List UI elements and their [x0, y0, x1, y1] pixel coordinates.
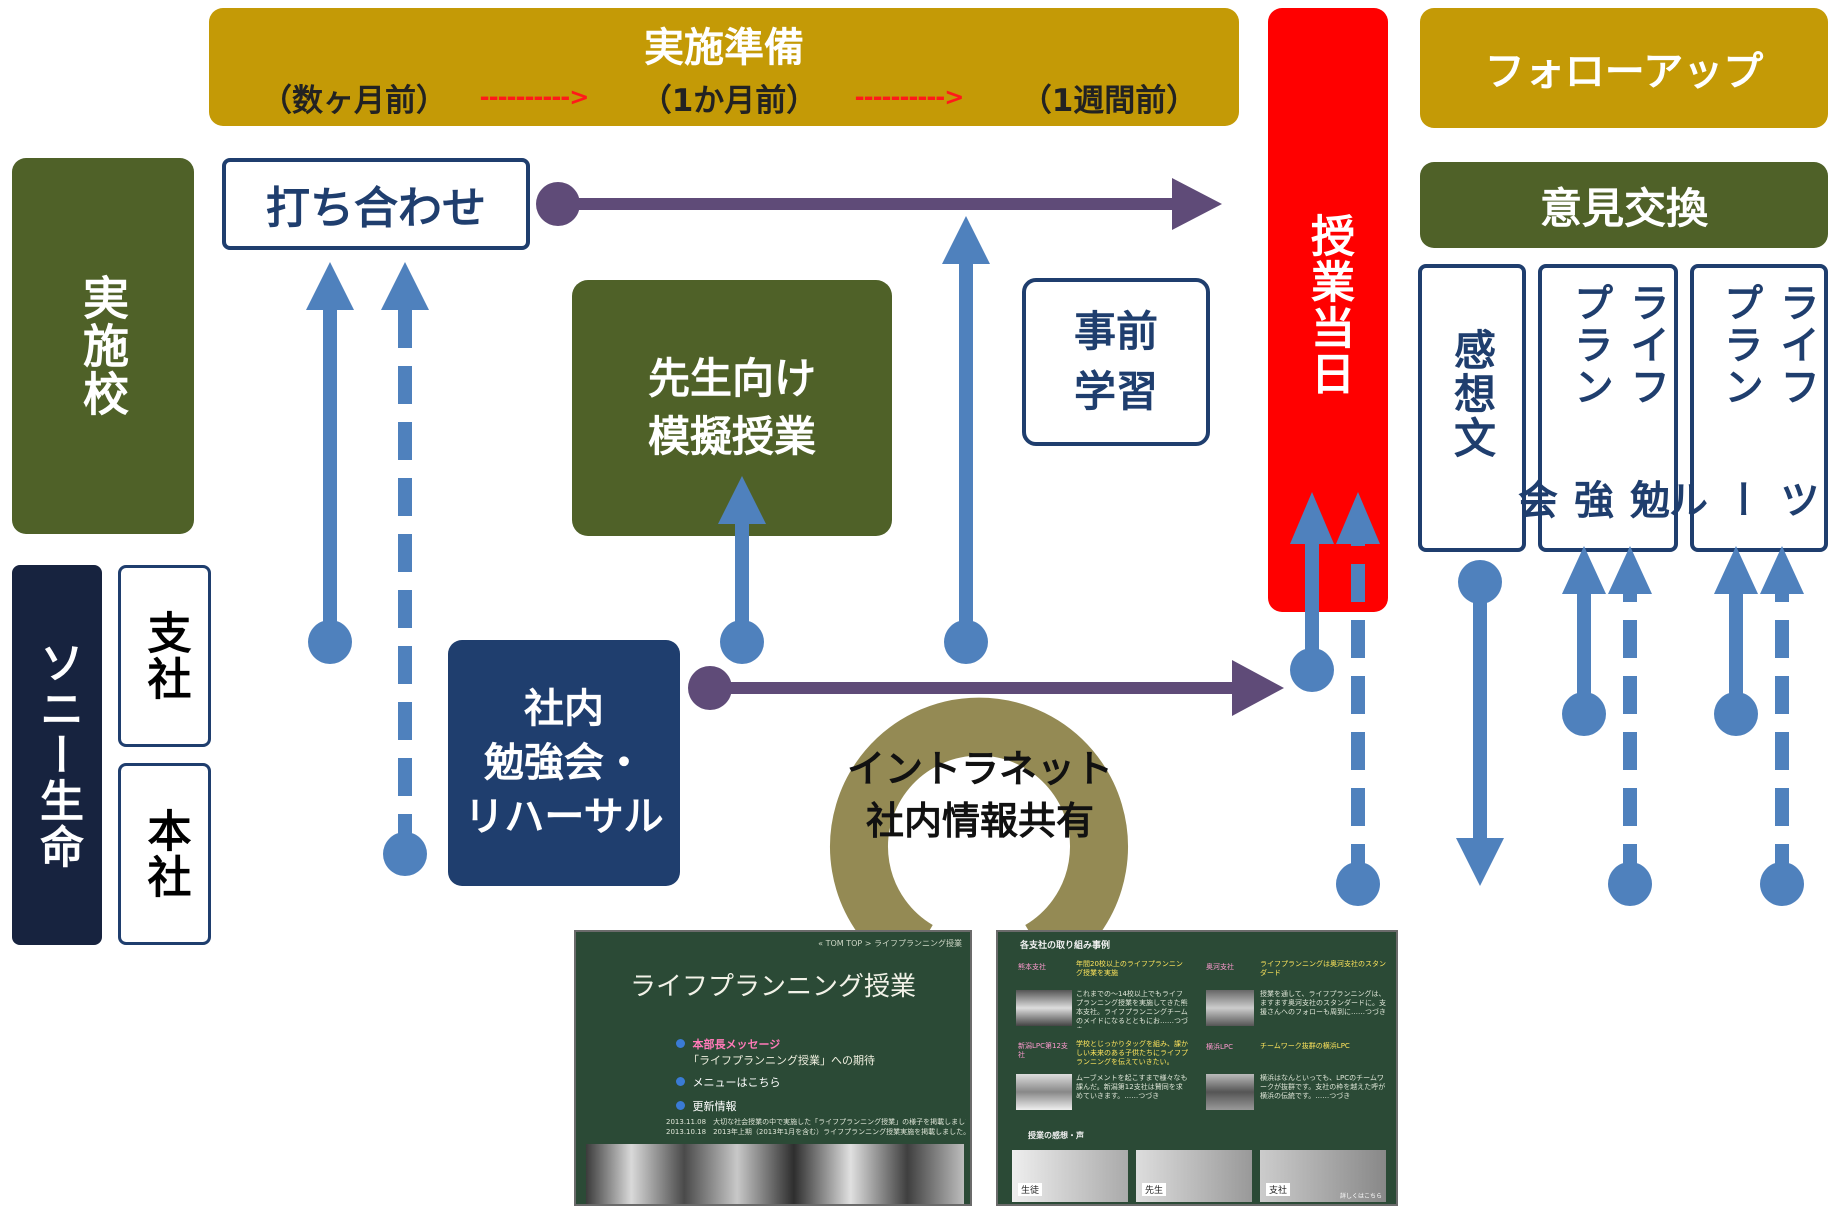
intranet-line1: イントラネット [846, 747, 1113, 791]
case-office: 新潟LPC第12支社 [1018, 1042, 1068, 1059]
news-line-1: 2013.11.08 大切な社会授業の中で実施した「ライフプランニング授業」の様… [666, 1118, 966, 1126]
arrow-branch-to-mock-lesson [718, 476, 766, 664]
case-photo [1016, 990, 1072, 1026]
follow-up-banner: フォローアップ [1420, 8, 1828, 128]
impressions-box: 感想文 [1418, 264, 1526, 552]
stage-arrow-1: ----------> [479, 83, 590, 111]
menu-item-message: 本部長メッセージ [676, 1036, 780, 1052]
dashed-arrow-head-office-to-class-day [1336, 492, 1380, 906]
class-day-box: 授業当日 [1268, 8, 1388, 612]
case-office: 横浜LPC [1206, 1043, 1234, 1051]
case-office: 奥河支社 [1206, 963, 1234, 971]
menu-item-updates: 更新情報 [676, 1098, 737, 1114]
play-icon [676, 1039, 685, 1048]
mock-lesson-box: 先生向け 模擬授業 [572, 280, 892, 536]
play-icon [676, 1077, 685, 1086]
dashed-arrow-head-office-to-meeting [381, 262, 429, 876]
case-text: ムーブメントを起こすまで様々なも課んだ。新潟第12支社は賛同を求めていきます。…… [1076, 1074, 1188, 1100]
intranet-screenshot-left: « TOM TOP > ライフプランニング授業 ライフプランニング授業 本部長メ… [574, 930, 972, 1206]
arrow-branch-to-preparation [942, 216, 990, 664]
case-photo [1016, 1074, 1072, 1110]
purple-arrow-meeting-to-class [536, 178, 1222, 230]
message-text: 「ライフプランニング授業」への期待 [688, 1054, 875, 1067]
voice-tile-branch[interactable]: 支社 詳しくはこちら [1260, 1150, 1386, 1202]
case-title: チームワーク抜群の横浜LPC [1260, 1042, 1350, 1050]
study-group-line1: ライフプラン [1567, 282, 1669, 408]
intranet-label: イントラネット 社内情報共有 [820, 740, 1140, 850]
voice-tile-teachers[interactable]: 先生 [1136, 1150, 1252, 1202]
tool-line2: ツール [1661, 478, 1819, 521]
case-title: ライフプランニングは奥河支社のスタンダード [1260, 960, 1386, 977]
internal-study-line1: 社内 [524, 686, 604, 732]
internal-study-box: 社内 勉強会・ リハーサル [448, 640, 680, 886]
more-link[interactable]: 詳しくはこちら [1339, 1193, 1382, 1200]
arrow-branch-to-class-day [1290, 492, 1334, 692]
intranet-line2: 社内情報共有 [865, 799, 1094, 843]
case-text: 授業を通して、ライフプランニングは、ますます奥河支社のスタンダードに。支援さんへ… [1260, 990, 1386, 1016]
voice-tile-students[interactable]: 生徒 [1012, 1150, 1128, 1202]
voice-tile-label: 先生 [1142, 1183, 1167, 1196]
play-icon [676, 1101, 685, 1110]
breadcrumb: « TOM TOP > ライフプランニング授業 [818, 939, 962, 948]
arrow-impressions-to-head-office [1456, 560, 1504, 886]
case-title: 学校とじっかりタッグを組み、課かしい未来のある子供たちにライフプランニングを伝え… [1076, 1040, 1188, 1066]
sony-life-label: ソニー生命 [12, 565, 102, 945]
opinion-exchange-box: 意見交換 [1420, 162, 1828, 248]
news-line-2: 2013.10.18 2013年上期（2013年1月を含む）ライフプランニング授… [666, 1128, 966, 1136]
stage-one-week-before: （1週間前） [1020, 82, 1198, 119]
intranet-screenshot-right: 各支社の取り組み事例 熊本支社 年間20校以上のライフプランニング授業を実施 こ… [996, 930, 1398, 1206]
pre-study-line2: 学習 [1073, 367, 1158, 416]
message-label: 本部長メッセージ [692, 1038, 781, 1051]
tool-box: ライフプラン ツール [1661, 264, 1828, 552]
internal-study-line3: リハーサル [464, 794, 664, 840]
tool-line1: ライフプラン [1717, 282, 1819, 408]
preparation-banner: 実施準備 （数ヶ月前） ----------> （1か月前） ---------… [209, 8, 1239, 126]
stage-arrow-2: ----------> [854, 83, 965, 111]
voice-tile-label: 生徒 [1018, 1183, 1043, 1196]
stage-months-before: （数ヶ月前） [261, 82, 447, 119]
arrow-branch-to-meeting [306, 262, 354, 664]
dashed-arrow-head-office-to-study-group [1608, 546, 1652, 906]
preparation-title: 実施準備 [644, 25, 804, 71]
internal-study-line2: 勉強会・ [484, 740, 644, 786]
dashed-arrow-head-office-to-tool [1760, 546, 1804, 906]
pre-study-line1: 事前 [1073, 307, 1158, 356]
voices-heading: 授業の感想・声 [1028, 1131, 1084, 1140]
classroom-photo [586, 1144, 964, 1204]
study-group-box: ライフプラン 勉強会 [1511, 264, 1678, 552]
mock-lesson-line1: 先生向け [647, 354, 816, 403]
arrow-branch-to-tool [1714, 546, 1758, 736]
meeting-box: 打ち合わせ [222, 158, 530, 250]
case-office: 熊本支社 [1018, 963, 1046, 971]
menu-item-menu: メニューはこちら [676, 1074, 781, 1090]
branch-cases-heading: 各支社の取り組み事例 [1020, 941, 1111, 951]
case-title: 年間20校以上のライフプランニング授業を実施 [1076, 960, 1183, 977]
purple-arrow-internal-to-class [688, 660, 1284, 716]
case-text: 横浜はなんといっても、LPCのチームワークが抜群です。支社の枠を越えた呼が横浜の… [1260, 1074, 1386, 1100]
pre-study-box: 事前 学習 [1022, 278, 1210, 446]
arrow-branch-to-study-group [1562, 546, 1606, 736]
school-label: 実施校 [12, 158, 194, 534]
study-group-line2: 勉強会 [1511, 478, 1669, 521]
updates-label: 更新情報 [692, 1100, 737, 1113]
head-office-label: 本社 [118, 763, 211, 945]
mock-lesson-line2: 模擬授業 [647, 412, 816, 461]
case-photo [1206, 1074, 1254, 1110]
voice-tile-label: 支社 [1266, 1183, 1291, 1196]
case-photo [1206, 990, 1254, 1026]
case-text: これまでの～14校以上でもライフプランニング授業を実施してきた熊本支社。ライフプ… [1076, 990, 1188, 1028]
branch-office-label: 支社 [118, 565, 211, 747]
page-title: ライフプランニング授業 [629, 971, 916, 1002]
stage-one-month-before: （1か月前） [640, 82, 818, 119]
menu-link[interactable]: メニューはこちら [692, 1076, 781, 1089]
